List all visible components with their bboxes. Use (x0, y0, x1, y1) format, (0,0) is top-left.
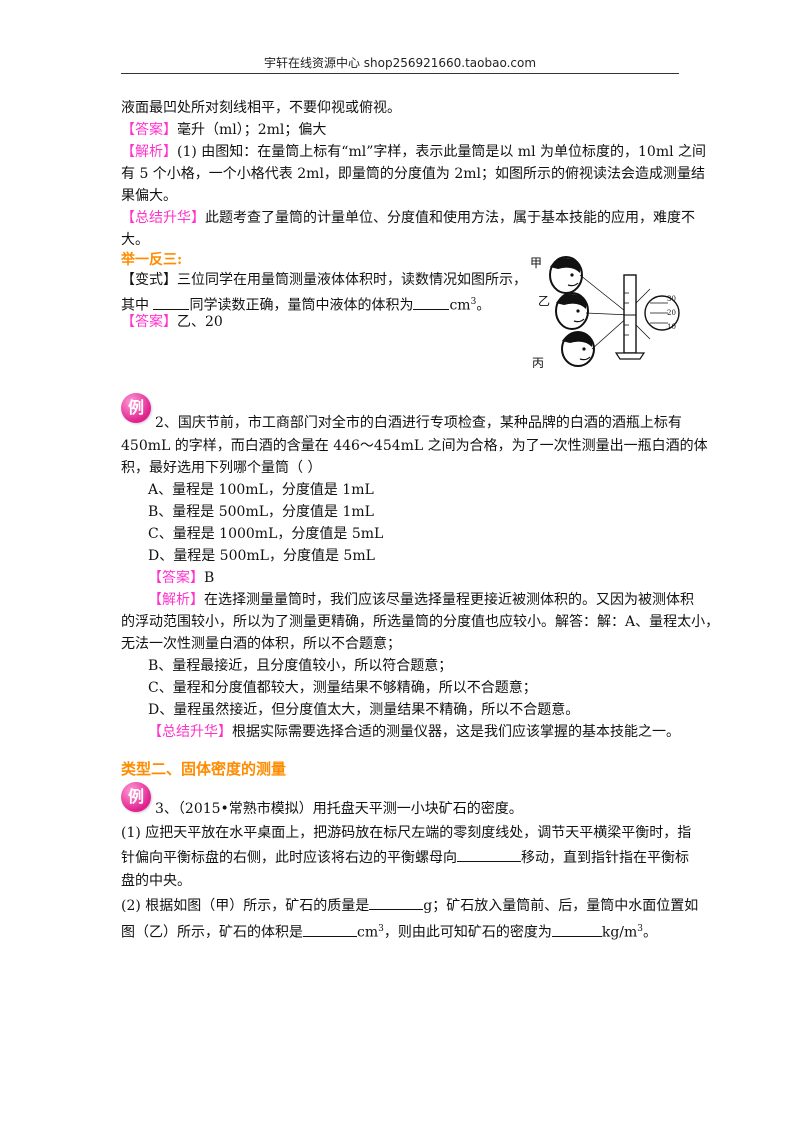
variant-answer: 【答案】乙、20 (121, 312, 223, 332)
label-jia: 甲 (530, 256, 542, 270)
q1-summary-line1: 【总结升华】此题考查了量筒的计量单位、分度值和使用方法，属于基本技能的应用，难度… (121, 208, 695, 228)
blank-direction[interactable] (457, 847, 521, 862)
q2-analysis-line4: B、量程最接近，且分度值较小，所以符合题意； (148, 658, 453, 674)
unit-cm: cm (357, 924, 379, 941)
q2-analysis-line1: 【解析】在选择测量量筒时，我们应该尽量选择量程更接近被测体积的。又因为被测体积 (148, 590, 694, 610)
q3-p2-text-b: g；矿石放入量筒前、后，量筒中水面位置如 (423, 898, 699, 914)
q2-line2: 450mL 的字样，而白酒的含量在 446～454mL 之间为合格，为了一次性测… (121, 438, 708, 454)
variant-line2: 其中 同学读数正确，量筒中液体的体积为 cm3。 (121, 292, 490, 316)
magnifier-line-bottom (635, 324, 651, 340)
sight-line-b (585, 312, 631, 316)
reading-cylinder-figure: 甲 乙 丙 30 20 10 (530, 256, 680, 370)
q3-end: 。 (643, 924, 658, 941)
q3-p2-text-c: 图（乙）所示，矿石的体积是 (121, 924, 303, 941)
blank-volume[interactable] (303, 922, 357, 937)
q2-option-a: A、量程是 100mL，分度值是 1mL (148, 482, 374, 498)
summary-tag: 【总结升华】 (121, 210, 205, 226)
answer-tag: 【答案】 (121, 314, 177, 330)
summary-text: 此题考查了量筒的计量单位、分度值和使用方法，属于基本技能的应用，难度不 (205, 210, 695, 226)
graduated-cylinder (614, 274, 646, 360)
q3-line1: 3、（2015•常熟市模拟）用托盘天平测一小块矿石的密度。 (155, 801, 523, 817)
variant-text-b: 同学读数正确，量筒中液体的体积为 (189, 297, 414, 314)
q2-analysis-line3: 无法一次性测量白酒的体积，所以不合题意； (121, 636, 401, 652)
q2-option-d: D、量程是 500mL，分度值是 5mL (148, 548, 375, 564)
variant-heading: 举一反三: (121, 252, 183, 268)
blank-volume[interactable] (413, 295, 450, 310)
q3-p2-text-d: ，则由此可知矿石的密度为 (383, 924, 552, 941)
q2-option-c: C、量程是 1000mL，分度值是 5mL (148, 526, 384, 542)
example-badge: 例 (121, 393, 151, 423)
answer-tag: 【答案】 (121, 122, 177, 138)
q3-p1-line3: 盘的中央。 (121, 873, 191, 889)
q2-analysis-line2: 的浮动范围较小，所以为了测量更精确，所选量筒的分度值也应较小。解答：解：A、量程… (121, 614, 720, 630)
q2-line3: 积，最好选用下列哪个量筒（ ） (121, 460, 322, 476)
label-bing: 丙 (532, 356, 544, 370)
answer-text: B (204, 570, 215, 586)
scale-30: 30 (667, 295, 676, 303)
unit-kgm-exp: 3 (637, 924, 644, 934)
summary-tag: 【总结升华】 (148, 724, 232, 740)
answer-text: 毫升（ml）；2ml；偏大 (177, 122, 327, 138)
header-rule (121, 73, 679, 74)
example-badge: 例 (121, 782, 151, 812)
blank-correct-student[interactable] (153, 295, 190, 310)
blank-mass[interactable] (369, 895, 424, 910)
variant-text-a: 其中 (121, 297, 154, 314)
analysis-text: (1) 由图知：在量筒上标有“ml”字样，表示此量筒是以 ml 为单位标度的，1… (177, 144, 707, 160)
answer-tag: 【答案】 (148, 570, 204, 586)
student-c-head (561, 331, 595, 367)
analysis-text: 在选择测量量筒时，我们应该尽量选择量程更接近被测体积的。又因为被测体积 (204, 592, 694, 608)
section-title: 类型二、固体密度的测量 (121, 760, 287, 778)
student-b-head (555, 292, 589, 330)
blank-density[interactable] (551, 922, 602, 937)
analysis-tag: 【解析】 (148, 592, 204, 608)
scale-20: 20 (667, 309, 676, 317)
analysis-tag: 【解析】 (121, 144, 177, 160)
q2-line1: 2、国庆节前，市工商部门对全市的白酒进行专项检查，某种品牌的白酒的酒瓶上标有 (155, 415, 682, 431)
label-yi: 乙 (538, 294, 550, 308)
q3-p1-line1: (1) 应把天平放在水平桌面上，把游码放在标尺左端的零刻度线处，调节天平横梁平衡… (121, 825, 692, 841)
q3-p1-line2: 针偏向平衡标盘的右侧，此时应该将右边的平衡螺母向 移动，直到指针指在平衡标 (121, 847, 689, 868)
q1-answer: 【答案】毫升（ml）；2ml；偏大 (121, 120, 326, 140)
unit-cm-exp: 3 (378, 924, 384, 934)
q3-p1-text-a: 针偏向平衡标盘的右侧，此时应该将右边的平衡螺母向 (121, 850, 457, 866)
unit-cm-exp: 3 (470, 297, 477, 307)
q3-p2-line1: (2) 根据如图（甲）所示，矿石的质量是 g；矿石放入量筒前、后，量筒中水面位置如 (121, 895, 698, 916)
q3-p1-text-b: 移动，直到指针指在平衡标 (521, 850, 689, 866)
q2-summary: 【总结升华】根据实际需要选择合适的测量仪器，这是我们应该掌握的基本技能之一。 (148, 722, 680, 742)
unit-kgm: kg/m (601, 924, 638, 941)
summary-text: 根据实际需要选择合适的测量仪器，这是我们应该掌握的基本技能之一。 (232, 724, 680, 740)
q2-analysis-line5: C、量程和分度值都较大，测量结果不够精确，所以不合题意； (148, 680, 537, 696)
q1-analysis-line2: 有 5 个小格，一个小格代表 2ml，即量筒的分度值为 2ml；如图所示的俯视读… (121, 166, 706, 182)
q2-analysis-line6: D、量程虽然接近，但分度值太大，测量结果不精确，所以不合题意。 (148, 702, 580, 718)
q1-analysis-line1: 【解析】(1) 由图知：在量筒上标有“ml”字样，表示此量筒是以 ml 为单位标… (121, 142, 706, 162)
q1-line1: 液面最凹处所对刻线相平，不要仰视或俯视。 (121, 100, 401, 116)
student-a-head (549, 256, 583, 294)
q2-answer: 【答案】B (148, 568, 214, 588)
q2-option-b: B、量程是 500mL，分度值是 1mL (148, 504, 374, 520)
sight-line-a (579, 274, 631, 316)
q3-p2-text-a: (2) 根据如图（甲）所示，矿石的质量是 (121, 898, 370, 914)
magnifier-line-top (635, 288, 651, 304)
variant-end: 。 (476, 297, 491, 314)
page-header: 宇轩在线资源中心 shop256921660.taobao.com (263, 56, 537, 70)
unit-cm: cm (449, 297, 471, 314)
answer-text: 乙、20 (177, 314, 223, 330)
scale-10: 10 (667, 323, 676, 331)
variant-line1: 【变式】三位同学在用量筒测量液体体积时，读数情况如图所示， (121, 272, 527, 288)
magnifier-circle: 30 20 10 (644, 295, 680, 331)
q1-analysis-line3: 果偏大。 (121, 188, 177, 204)
q1-summary-line2: 大。 (121, 232, 149, 248)
